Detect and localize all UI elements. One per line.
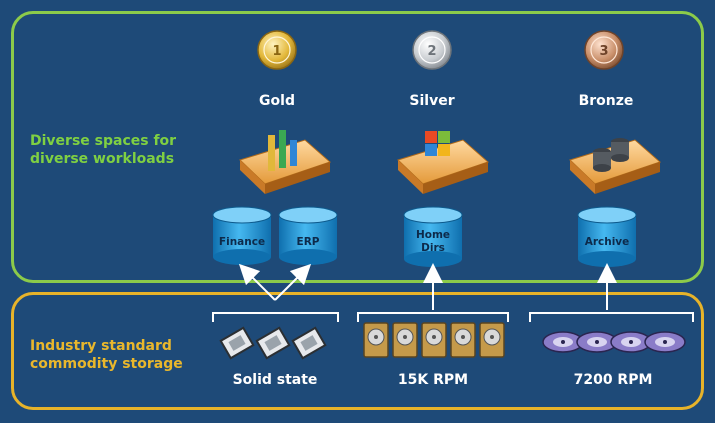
workload-spaces-title: Diverse spaces for diverse workloads — [30, 133, 177, 167]
15k-rpm-label: 15K RPM — [397, 372, 469, 388]
home-dirs-space-label: Home Dirs — [415, 229, 451, 254]
office-server-icon — [397, 131, 489, 194]
7200-rpm-drives-icon — [542, 331, 686, 353]
archive-space-label: Archive — [584, 236, 630, 248]
svg-text:2: 2 — [427, 44, 436, 59]
gold-medal-icon: 1 — [257, 30, 297, 70]
solid-state-drives-icon — [219, 326, 327, 360]
silver-tier-label: Silver — [409, 93, 455, 109]
finance-space-label: Finance — [218, 236, 266, 248]
bronze-tier-label: Bronze — [578, 93, 634, 109]
svg-text:1: 1 — [272, 44, 281, 59]
silver-medal-icon: 2 — [412, 30, 452, 70]
database-server-icon — [569, 138, 661, 194]
archive-space-cylinder — [577, 206, 637, 267]
gold-tier-label: Gold — [259, 93, 295, 109]
workload-spaces-box — [11, 11, 704, 283]
finance-space-cylinder — [212, 206, 272, 265]
commodity-storage-title: Industry standard commodity storage — [30, 338, 183, 372]
connection-arrows — [238, 263, 617, 310]
bronze-medal-icon: 3 — [584, 30, 624, 70]
7200-rpm-label: 7200 RPM — [573, 372, 653, 388]
erp-space-cylinder — [278, 206, 338, 265]
solid-state-label: Solid state — [232, 372, 318, 388]
erp-space-label: ERP — [296, 236, 320, 248]
commodity-storage-box — [11, 292, 704, 410]
svg-text:3: 3 — [599, 44, 608, 59]
finance-erp-server-icon — [239, 130, 331, 194]
device-group-brackets — [212, 312, 694, 322]
home-dirs-space-cylinder — [403, 206, 463, 267]
15k-rpm-drives-icon — [363, 322, 505, 358]
